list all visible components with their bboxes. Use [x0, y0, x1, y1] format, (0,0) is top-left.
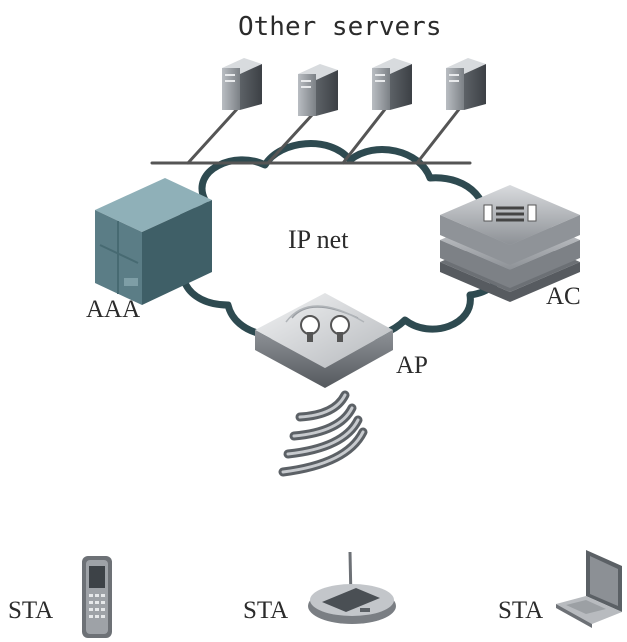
- ap-access-point-icon: [255, 293, 393, 388]
- server-icon: [298, 64, 338, 116]
- server-icon: [446, 58, 486, 110]
- ac-controller-icon: [440, 185, 580, 302]
- laptop-icon: [556, 550, 622, 628]
- sta-laptop-label: STA: [498, 597, 544, 624]
- sta-phone-label: STA: [8, 597, 54, 624]
- aaa-label: AAA: [86, 296, 141, 323]
- pda-device-icon: [308, 551, 396, 624]
- sta-pda-label: STA: [243, 597, 289, 624]
- server-bus: [150, 106, 472, 165]
- ac-label: AC: [546, 283, 581, 310]
- ip-net-label: IP net: [288, 225, 349, 254]
- wireless-signal-icon: [278, 390, 368, 477]
- ip-net-cloud: [177, 140, 509, 343]
- server-icon: [372, 58, 412, 110]
- mobile-phone-icon: [82, 556, 112, 638]
- aaa-server-icon: [95, 178, 212, 305]
- other-servers-label: Other servers: [238, 12, 442, 42]
- server-icon: [222, 58, 262, 110]
- ap-label: AP: [396, 352, 428, 379]
